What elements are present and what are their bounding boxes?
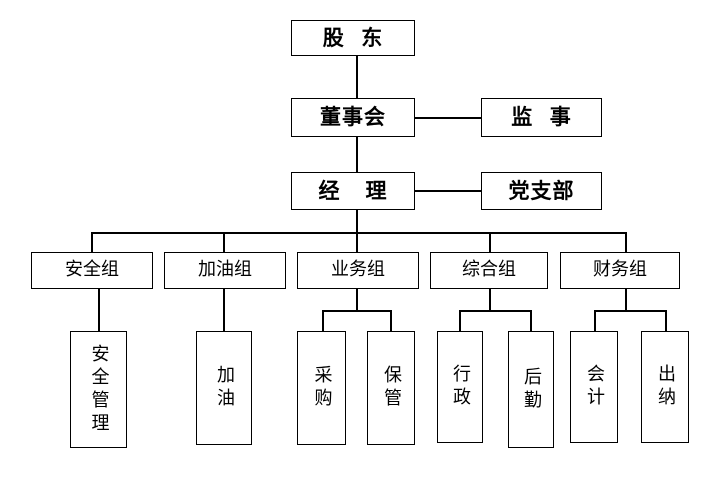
node-administration-label: 行政 (450, 364, 471, 410)
connector-safety-group-to-safety-management (98, 288, 100, 332)
connector-finance-to-cashier (665, 310, 667, 332)
connector-general-group-bar (459, 310, 531, 312)
connector-manager-to-party-branch (414, 190, 481, 192)
connector-board-to-manager (356, 137, 358, 172)
connector-board-to-supervisor (414, 117, 481, 119)
node-safety-group-label: 安全组 (65, 259, 119, 281)
connector-shareholders-to-board (356, 55, 358, 99)
node-refuel-group-label: 加油组 (198, 259, 252, 281)
connector-business-to-procurement (322, 310, 324, 332)
connector-general-group-stub (489, 288, 491, 311)
connector-bus-to-refuel-group (223, 232, 225, 252)
node-party-branch-label: 党支部 (508, 178, 575, 203)
connector-finance-group-bar (594, 310, 666, 312)
node-procurement-label: 采购 (311, 365, 333, 411)
connector-business-group-stub (356, 288, 358, 311)
connector-general-to-logistics (530, 310, 532, 332)
node-supervisor-label: 监 事 (511, 105, 572, 130)
connector-bus-to-business-group (356, 232, 358, 252)
connector-finance-group-stub (625, 288, 627, 311)
node-cashier-label: 出纳 (655, 364, 676, 410)
node-board-of-directors-label: 董事会 (320, 105, 386, 130)
node-safety-group[interactable]: 安全组 (31, 252, 153, 289)
node-accounting[interactable]: 会计 (570, 331, 618, 443)
node-refueling[interactable]: 加油 (196, 331, 252, 445)
connector-finance-to-accounting (594, 310, 596, 332)
node-business-group[interactable]: 业务组 (297, 252, 419, 289)
node-logistics[interactable]: 后勤 (508, 331, 554, 448)
connector-business-to-storage (390, 310, 392, 332)
node-refuel-group[interactable]: 加油组 (164, 252, 286, 289)
connector-business-group-bar (322, 310, 391, 312)
node-board-of-directors[interactable]: 董事会 (291, 98, 415, 137)
connector-bus-to-finance-group (625, 232, 627, 252)
node-finance-group[interactable]: 财务组 (560, 252, 680, 289)
node-manager[interactable]: 经 理 (291, 172, 415, 210)
node-accounting-label: 会计 (584, 364, 605, 410)
node-storage-label: 保管 (381, 365, 402, 411)
connector-refuel-group-to-refueling (223, 288, 225, 332)
node-administration[interactable]: 行政 (437, 331, 483, 443)
node-safety-management-label: 安全管理 (88, 343, 110, 436)
connector-bus-to-general-group (489, 232, 491, 252)
dept-bus-line (91, 232, 626, 234)
connector-general-to-administration (459, 310, 461, 332)
node-party-branch[interactable]: 党支部 (481, 172, 602, 210)
node-finance-group-label: 财务组 (593, 259, 647, 281)
node-general-group[interactable]: 综合组 (430, 252, 548, 289)
node-cashier[interactable]: 出纳 (641, 331, 689, 443)
node-manager-label: 经 理 (318, 178, 388, 203)
node-logistics-label: 后勤 (521, 366, 542, 413)
node-supervisor[interactable]: 监 事 (481, 98, 602, 137)
node-shareholders-label: 股 东 (322, 25, 384, 50)
node-business-group-label: 业务组 (331, 259, 385, 281)
node-storage[interactable]: 保管 (367, 331, 415, 445)
node-safety-management[interactable]: 安全管理 (70, 331, 127, 448)
node-shareholders[interactable]: 股 东 (291, 20, 415, 56)
node-general-group-label: 综合组 (462, 259, 516, 281)
node-refueling-label: 加油 (214, 365, 235, 411)
connector-manager-to-dept-bus (356, 209, 358, 233)
node-procurement[interactable]: 采购 (297, 331, 346, 445)
connector-bus-to-safety-group (91, 232, 93, 252)
